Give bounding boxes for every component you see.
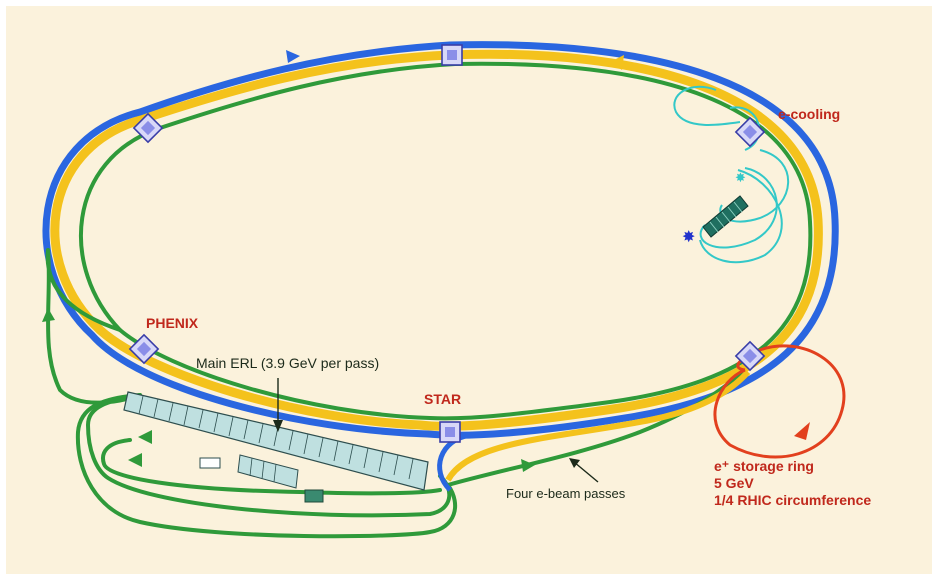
storage-ring-label-line3: 1/4 RHIC circumference (714, 492, 872, 508)
four-passes-label: Four e-beam passes (506, 486, 626, 501)
erl-loop-inner (101, 438, 442, 496)
electron-gun (199, 457, 221, 469)
passes-pointer-head (569, 458, 580, 468)
passes-pointer (573, 461, 599, 483)
storage-ring-label-line2: 5 GeV (714, 475, 754, 491)
e-cooling-label: e-cooling (778, 106, 841, 122)
arrow-erl-bottom (128, 453, 142, 467)
arrow-top-blue (286, 50, 300, 63)
star-label: STAR (424, 391, 462, 407)
arrow-exit-green (521, 459, 535, 472)
main-erl-linac (123, 391, 429, 491)
rhic-yellow-ring (50, 49, 823, 431)
blue-exit-line (437, 432, 471, 492)
phenix-label: PHENIX (146, 315, 199, 331)
ip-marker-right (734, 340, 766, 372)
ip-marker-upper-left (132, 112, 164, 144)
erl-pointer-head (273, 420, 283, 432)
ip-marker-e-cooling (734, 116, 766, 148)
storage-ring-arrow (794, 422, 810, 440)
e-cooling-gun-star: ✸ (682, 227, 695, 246)
erl-loop-outer (75, 393, 458, 539)
main-erl-label: Main ERL (3.9 GeV per pass) (196, 355, 380, 371)
ip-marker-phenix (128, 333, 160, 365)
arrow-left-green (42, 308, 55, 322)
storage-ring-label-line1: e⁺ storage ring (714, 458, 814, 474)
erl-exit-line (447, 368, 747, 487)
ip-marker-star (439, 421, 461, 443)
ip-marker-top (441, 44, 463, 66)
rhic-blue-ring (42, 41, 839, 439)
e-cooling-solenoid (702, 195, 749, 238)
arrow-top-yellow (610, 55, 624, 70)
arrow-erl-left (138, 430, 152, 444)
injector-linac (237, 454, 299, 489)
erl-recirculation-loop (45, 248, 452, 518)
storage-ring-label: e⁺ storage ring 5 GeV 1/4 RHIC circumfer… (714, 458, 871, 509)
positron-source (304, 489, 324, 503)
e-cooling-dump-star: ✸ (735, 171, 746, 186)
